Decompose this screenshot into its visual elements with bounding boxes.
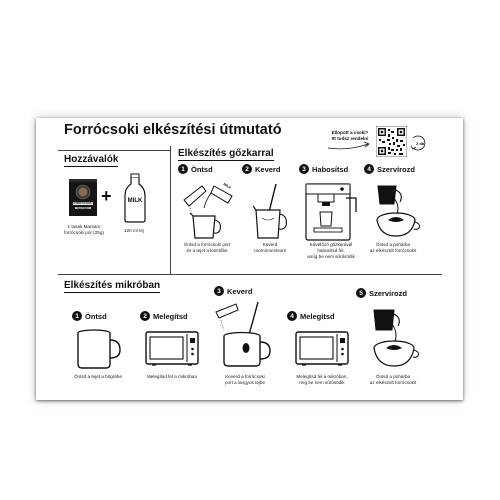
ingredient-1-line1: 1 tasak Mantaro [67, 224, 101, 229]
desc-line: Öntsd a forrócsoki port [183, 242, 231, 247]
microwave-icon [295, 331, 349, 366]
step-number-badge: 1 [72, 311, 82, 321]
mug-icon [77, 329, 121, 369]
step-title: Szervírozd [369, 288, 407, 298]
desc-line: az elkészült forrócsokit [369, 379, 417, 385]
qr-side-text: 2 db [416, 141, 425, 146]
desc-line: amíg be nem sűrűsödik [307, 253, 355, 259]
desc-line: Melegítsd fel a mikróban, [296, 374, 348, 379]
plus-sign: + [101, 186, 112, 206]
micro-step-1-desc: Öntsd a tejet a bögrébe [62, 374, 134, 380]
qr-caption-line1: Ellopott a csoki? [331, 130, 369, 135]
step-title: Öntsd [85, 311, 107, 321]
ingredient-1-line2: forrócsoki por (25g) [64, 229, 104, 235]
desc-line: míg be nem sűrűsödik [299, 379, 345, 385]
step-title: Melegítsd [153, 311, 188, 321]
pour-powder-icon [183, 185, 233, 239]
serve-pour-icon [373, 309, 419, 367]
step-number-badge: 2 [242, 164, 252, 174]
micro-heading: Elkészítés mikróban [64, 280, 161, 293]
desc-line: Melegítsd fel a mikróban [146, 374, 198, 379]
steam-step-1-desc: Öntsd a forrócsoki port és a tejet a kiö… [176, 242, 238, 254]
cocoa-packet-image: FORRÓCSOKI MANTARO [67, 176, 99, 218]
step-number-badge: 3 [214, 286, 224, 296]
stir-pitcher-icon [252, 183, 287, 239]
packet-name: FORRÓCSOKI [73, 201, 93, 205]
instruction-card: Forrócsoki elkészítési útmutató Ellopott… [36, 118, 463, 400]
arrow-to-qr-icon [327, 141, 370, 150]
microwave-icon [145, 331, 199, 366]
steam-step-4-desc: Öntsd a pohárba az elkészült forrócsokit [362, 242, 424, 254]
divider [58, 274, 442, 275]
desc-line: Keverd a forrócsoki [225, 374, 265, 379]
desc-line: csomómentesre [253, 247, 287, 253]
step-title: Melegítsd [300, 311, 335, 321]
micro-step-5-desc: Öntsd a pohárba az elkészült forrócsokit [358, 374, 428, 386]
step-number-badge: 1 [178, 164, 188, 174]
step-title: Szervírozd [377, 164, 415, 174]
ingredient-2-caption: 120 ml tej [124, 228, 144, 233]
qr-refresh-icon [410, 135, 426, 151]
step-number-badge: 4 [364, 164, 374, 174]
qr-caption: Ellopott a csoki? Itt tudsz rendelni [328, 130, 372, 142]
step-number-badge: 3 [299, 164, 309, 174]
steam-step-3-desc: Kávéfőző gőzkarával habosítsd fel, amíg … [301, 242, 361, 260]
divider [58, 150, 170, 151]
step-title: Keverd [227, 286, 253, 296]
desc-line: Öntsd a tejet a bögrébe [73, 374, 122, 379]
desc-line: Öntsd a pohárba [375, 242, 411, 247]
milk-bottle-image: MILK [122, 172, 148, 224]
steam-heading: Elkészítés gőzkarral [178, 148, 274, 161]
step-title: Habosítsd [312, 164, 349, 174]
ingredients-heading: Hozzávalók [64, 154, 119, 167]
desc-line: az elkészült forrócsokit [369, 247, 417, 253]
desc-line: és a tejet a kiöntőbe [186, 247, 228, 253]
step-title: Keverd [255, 164, 281, 174]
step-title: Öntsd [191, 164, 213, 174]
desc-line: port a langyos tejbe [224, 379, 266, 385]
espresso-machine-icon [305, 183, 357, 241]
page-title: Forrócsoki elkészítési útmutató [64, 122, 282, 138]
desc-line: Öntsd a pohárba [375, 374, 411, 379]
serve-pour-icon [376, 185, 420, 237]
qr-code[interactable] [376, 126, 407, 157]
step-number-badge: 5 [356, 288, 366, 298]
micro-step-2-desc: Melegítsd fel a mikróban [136, 374, 208, 380]
desc-line: habosítsd fel, [317, 247, 345, 253]
micro-step-3-desc: Keverd a forrócsoki port a langyos tejbe [212, 374, 278, 386]
divider-vertical [170, 146, 171, 274]
packet-brand: MANTARO [77, 206, 89, 210]
qr-caption-line2: Itt tudsz rendelni [331, 136, 369, 142]
step-number-badge: 2 [140, 311, 150, 321]
micro-step-4-desc: Melegítsd fel a mikróban, míg be nem sűr… [286, 374, 358, 386]
desc-line: Kávéfőző gőzkarával [309, 242, 353, 247]
stir-mug-icon [215, 301, 271, 367]
milk-label: MILK [127, 198, 143, 204]
ingredient-1-caption: 1 tasak Mantaro forrócsoki por (25g) [54, 224, 114, 236]
step-number-badge: 4 [287, 311, 297, 321]
steam-step-2-desc: Keverd csomómentesre [242, 242, 298, 254]
desc-line: Keverd [262, 242, 278, 247]
